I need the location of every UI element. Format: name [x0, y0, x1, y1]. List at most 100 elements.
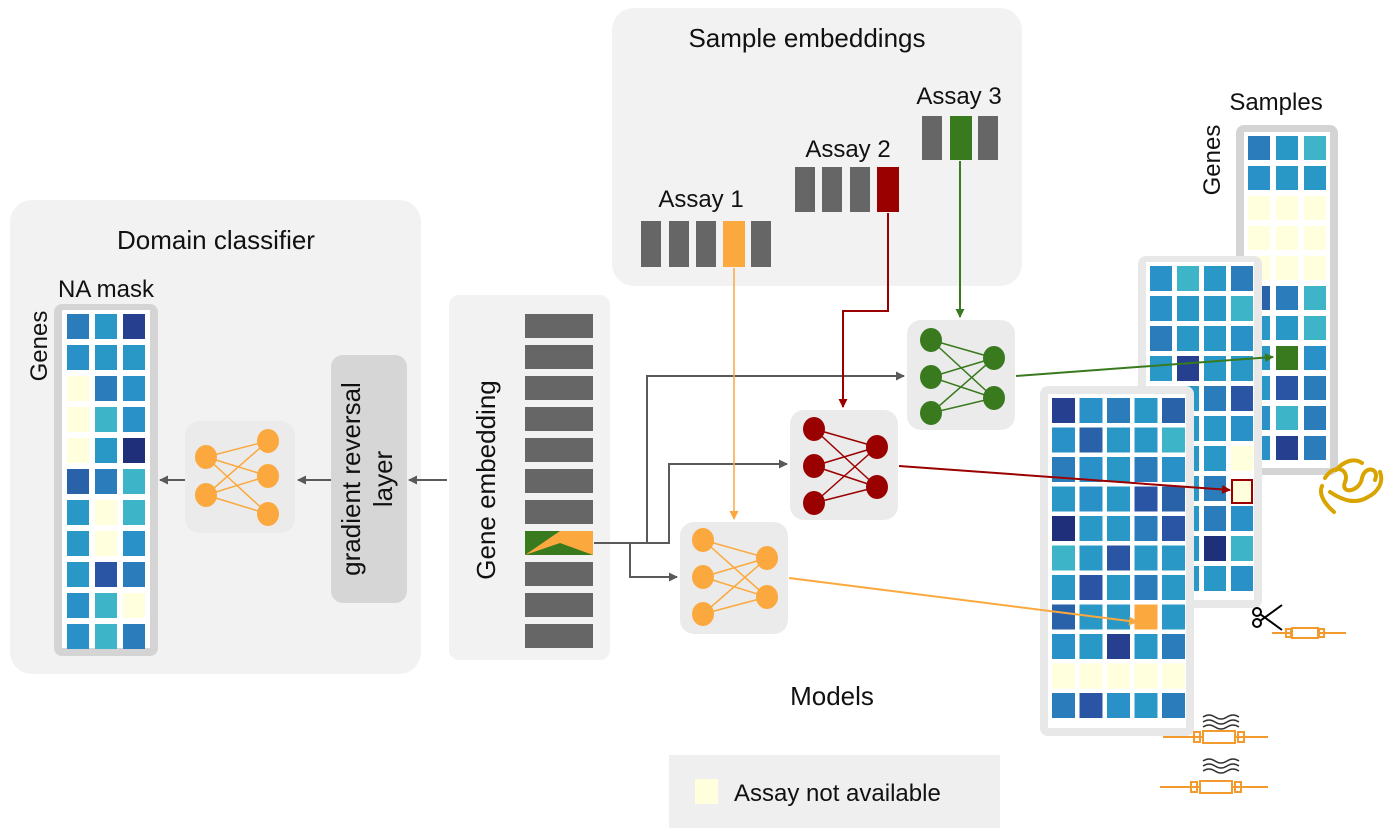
matrix-cell [1204, 296, 1226, 321]
assay3-embedding [922, 116, 998, 160]
matrix-cell [67, 624, 89, 649]
assay1-cell-selected [723, 221, 745, 267]
matrix-cell [1304, 136, 1326, 160]
matrix-cell [95, 500, 117, 525]
matrix-cell [1231, 446, 1253, 471]
matrix-cell [1162, 604, 1185, 630]
matrix-cell [1079, 575, 1103, 600]
gradient-reversal-label-line2: layer [368, 450, 398, 507]
matrix-cell [1107, 663, 1130, 689]
assay1-cell [641, 221, 661, 267]
matrix-cell [95, 314, 117, 339]
matrix-cell [1052, 398, 1075, 423]
matrix-cell [95, 469, 117, 494]
matrix-cell [1052, 575, 1075, 600]
matrix-cell [1107, 575, 1130, 600]
matrix-cell [1276, 226, 1298, 250]
matrix-cell [67, 376, 89, 401]
matrix-cell [1204, 536, 1226, 561]
matrix-cell [1162, 575, 1185, 600]
gene-embedding-bar [525, 593, 593, 617]
matrix-cell [123, 624, 145, 649]
assay3-cell-selected [950, 116, 972, 160]
matrix-cell [1304, 256, 1326, 280]
matrix-cell [1231, 356, 1253, 381]
matrix-cell [95, 562, 117, 587]
matrix-cell [1079, 545, 1103, 571]
legend-swatch [695, 779, 718, 804]
matrix-cell [1079, 457, 1103, 482]
matrix-cell [1248, 226, 1270, 250]
arrow-to-assay2-model [647, 459, 788, 544]
network-node [195, 445, 217, 469]
matrix-cell [1248, 166, 1270, 190]
matrix-cell [1134, 575, 1158, 600]
matrix-cell [1204, 506, 1226, 531]
dna-construct-icon-2 [1163, 730, 1268, 744]
matrix-cell [1304, 316, 1326, 340]
matrix-cell [1276, 286, 1298, 310]
assay2-cell [822, 167, 842, 212]
matrix-cell [95, 438, 117, 463]
matrix-cell [1052, 516, 1075, 541]
network-node [756, 546, 778, 570]
matrix-cell [1079, 663, 1103, 689]
matrix-cell [1162, 663, 1185, 689]
legend: Assay not available [669, 755, 1000, 828]
matrix-cell [1134, 427, 1158, 453]
domain-classifier-title: Domain classifier [117, 225, 315, 255]
matrix-cell [1079, 634, 1103, 659]
assay2-model-network [790, 410, 898, 520]
matrix-cell [67, 562, 89, 587]
matrix-cell [1134, 663, 1158, 689]
matrix-cell [67, 345, 89, 370]
matrix-cell [67, 438, 89, 463]
assay3-model-network [907, 320, 1015, 430]
matrix-cell [1052, 486, 1075, 512]
matrix-cell [123, 345, 145, 370]
matrix-cell [123, 314, 145, 339]
matrix-cell [123, 593, 145, 618]
matrix-cell [123, 500, 145, 525]
matrix-cell [1134, 545, 1158, 571]
network-node [920, 328, 942, 352]
gradient-reversal-layer [331, 355, 407, 603]
matrix-cell [1231, 266, 1253, 291]
network-node [983, 386, 1005, 410]
matrix-cell [1162, 486, 1185, 512]
matrix-cell [1177, 266, 1199, 291]
matrix-cell [1079, 398, 1103, 423]
matrix-cell [1162, 516, 1185, 541]
genes-label-left: Genes [26, 311, 53, 382]
matrix-cell [1162, 634, 1185, 659]
matrix-cell [1107, 693, 1130, 718]
na-mask-matrix [67, 314, 145, 649]
matrix-cell [1162, 693, 1185, 718]
matrix-cell [1204, 266, 1226, 291]
matrix-cell [1052, 663, 1075, 689]
models-label: Models [790, 681, 874, 711]
matrix-cell [1134, 604, 1158, 630]
matrix-cell [1079, 427, 1103, 453]
wave-icon-2 [1202, 758, 1240, 774]
matrix-cell [1204, 326, 1226, 351]
genes-label-right: Genes [1199, 125, 1226, 196]
matrix-cell [1276, 316, 1298, 340]
matrix-cell [67, 469, 89, 494]
assay3-output-arrow [1015, 353, 1274, 377]
assay2-cell [795, 167, 815, 212]
assay1-model-network [680, 522, 788, 634]
network-node [257, 429, 279, 453]
network-node [195, 483, 217, 507]
na-mask-label: NA mask [58, 276, 155, 303]
gene-embedding-bar [525, 314, 593, 338]
matrix-cell [1150, 356, 1172, 381]
assay1-embedding [641, 221, 771, 267]
matrix-cell [1304, 166, 1326, 190]
matrix-cell [1134, 516, 1158, 541]
matrix-cell [95, 407, 117, 432]
matrix-cell [1248, 136, 1270, 160]
assay2-output-arrow [898, 465, 1231, 494]
gene-embedding-bar [525, 624, 593, 648]
matrix-cell [1107, 516, 1130, 541]
